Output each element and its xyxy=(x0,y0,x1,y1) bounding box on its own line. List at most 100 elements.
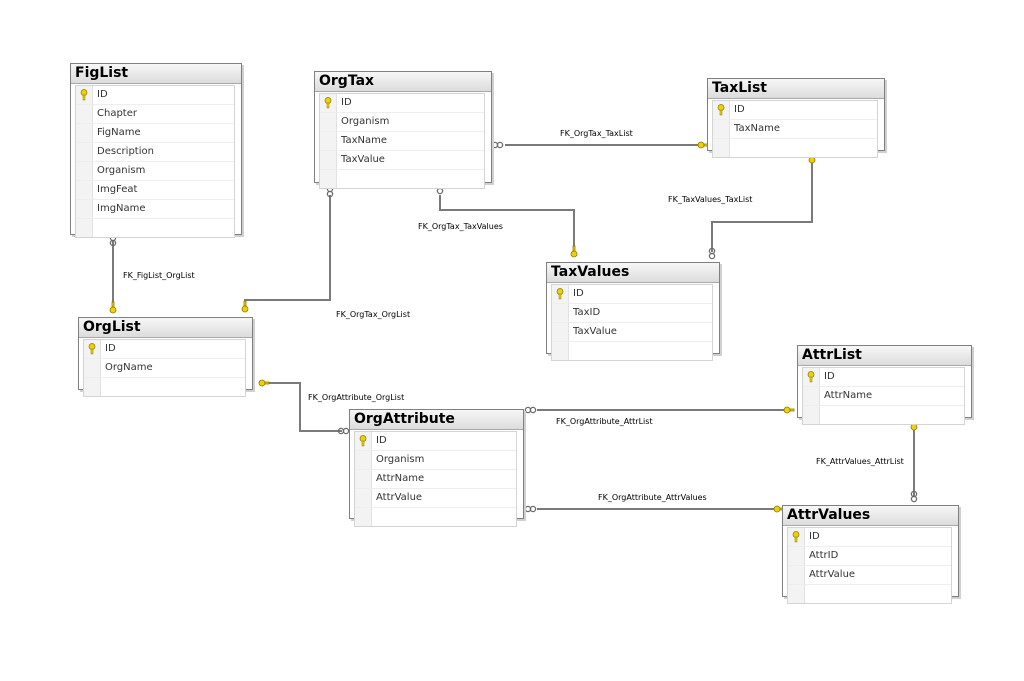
column-list: ID AttrName xyxy=(802,367,965,425)
column-row[interactable]: AttrName xyxy=(355,470,516,489)
relationship-label: FK_OrgTax_TaxList xyxy=(560,129,633,138)
column-row[interactable]: ImgName xyxy=(76,200,234,219)
relationship-label: FK_TaxValues_TaxList xyxy=(668,195,753,204)
relationship-label: FK_OrgAttribute_OrgList xyxy=(308,393,405,402)
column-row[interactable]: ID xyxy=(788,528,951,547)
column-name: ID xyxy=(573,288,584,299)
column-name: ID xyxy=(824,371,835,382)
column-row[interactable]: Organism xyxy=(320,113,484,132)
column-name: ImgFeat xyxy=(97,184,138,195)
column-name: AttrID xyxy=(809,550,839,561)
rel-line-taxvalues-taxlist xyxy=(711,163,813,252)
column-row[interactable]: OrgName xyxy=(84,359,245,378)
column-name: ID xyxy=(97,89,108,100)
column-list: ID AttrID AttrValue xyxy=(787,527,952,604)
column-row[interactable]: ID xyxy=(76,86,234,105)
column-row[interactable]: Organism xyxy=(76,162,234,181)
column-row[interactable]: AttrValue xyxy=(355,489,516,508)
table-title: AttrList xyxy=(798,346,971,366)
table-orgtax[interactable]: OrgTax ID Organism TaxName TaxValue xyxy=(314,71,492,189)
column-name: Organism xyxy=(97,165,146,176)
infinity-icon xyxy=(910,490,918,503)
column-row[interactable]: AttrName xyxy=(803,387,964,406)
column-row[interactable]: ID xyxy=(84,340,245,359)
column-name: Description xyxy=(97,146,154,157)
column-list: ID Chapter FigName Description Organism … xyxy=(75,85,235,238)
column-row-empty xyxy=(320,170,484,188)
key-icon xyxy=(783,406,795,414)
column-row[interactable]: TaxID xyxy=(552,304,712,323)
infinity-icon xyxy=(491,141,504,149)
key-icon xyxy=(258,379,270,387)
column-list: ID TaxName xyxy=(712,100,878,158)
relationship-label: FK_OrgTax_TaxValues xyxy=(418,222,503,231)
column-row[interactable]: TaxValue xyxy=(552,323,712,342)
table-title: OrgAttribute xyxy=(350,410,523,430)
column-row-empty xyxy=(803,406,964,424)
column-row[interactable]: TaxValue xyxy=(320,151,484,170)
column-row[interactable]: Organism xyxy=(355,451,516,470)
table-attrvalues[interactable]: AttrValues ID AttrID AttrValue xyxy=(782,505,959,604)
relationship-label: FK_FigList_OrgList xyxy=(123,271,195,280)
rel-line-orgtax-taxvalues xyxy=(439,195,575,252)
table-title: AttrValues xyxy=(783,506,958,526)
column-row[interactable]: ID xyxy=(320,94,484,113)
column-name: AttrName xyxy=(376,473,425,484)
table-orgattribute[interactable]: OrgAttribute ID Organism AttrName AttrVa… xyxy=(349,409,524,527)
column-name: AttrValue xyxy=(376,492,423,503)
column-row[interactable]: AttrValue xyxy=(788,566,951,585)
rel-line-orgattribute-orglist xyxy=(265,382,342,432)
column-row[interactable]: AttrID xyxy=(788,547,951,566)
key-icon xyxy=(109,301,117,314)
column-row[interactable]: FigName xyxy=(76,124,234,143)
relationship-label: FK_AttrValues_AttrList xyxy=(816,457,904,466)
column-name: ID xyxy=(341,97,352,108)
column-row-empty xyxy=(76,219,234,237)
column-row[interactable]: ID xyxy=(803,368,964,387)
column-row[interactable]: ID xyxy=(355,432,516,451)
column-name: TaxName xyxy=(734,123,781,134)
column-name: AttrName xyxy=(824,390,873,401)
column-row[interactable]: ID xyxy=(713,101,877,120)
key-icon xyxy=(697,141,709,149)
key-icon xyxy=(241,300,249,313)
column-row-empty xyxy=(355,508,516,526)
column-row[interactable]: ImgFeat xyxy=(76,181,234,200)
column-name: TaxName xyxy=(341,135,388,146)
table-taxlist[interactable]: TaxList ID TaxName xyxy=(707,78,885,158)
column-name: Organism xyxy=(341,116,390,127)
table-title: TaxValues xyxy=(547,263,719,283)
column-name: AttrValue xyxy=(809,569,856,580)
column-row[interactable]: Chapter xyxy=(76,105,234,124)
column-list: ID OrgName xyxy=(83,339,246,397)
primary-key-icon xyxy=(324,97,332,109)
column-list: ID Organism AttrName AttrValue xyxy=(354,431,517,527)
column-row[interactable]: Description xyxy=(76,143,234,162)
column-name: TaxID xyxy=(573,307,601,318)
column-name: FigName xyxy=(97,127,141,138)
column-name: Organism xyxy=(376,454,425,465)
table-title: TaxList xyxy=(708,79,884,99)
column-name: ID xyxy=(376,435,387,446)
primary-key-icon xyxy=(359,435,367,447)
primary-key-icon xyxy=(556,288,564,300)
column-name: Chapter xyxy=(97,108,137,119)
column-name: TaxValue xyxy=(573,326,617,337)
relationship-label: FK_OrgAttribute_AttrList xyxy=(556,417,653,426)
table-orglist[interactable]: OrgList ID OrgName xyxy=(78,317,253,397)
column-list: ID TaxID TaxValue xyxy=(551,284,713,361)
column-row[interactable]: ID xyxy=(552,285,712,304)
column-row[interactable]: TaxName xyxy=(320,132,484,151)
column-name: TaxValue xyxy=(341,154,385,165)
table-figlist[interactable]: FigList ID Chapter FigName Description O… xyxy=(70,63,242,238)
column-name: ImgName xyxy=(97,203,146,214)
column-row[interactable]: TaxName xyxy=(713,120,877,139)
table-attrlist[interactable]: AttrList ID AttrName xyxy=(797,345,972,425)
primary-key-icon xyxy=(80,89,88,101)
table-taxvalues[interactable]: TaxValues ID TaxID TaxValue xyxy=(546,262,720,361)
infinity-icon xyxy=(524,505,537,513)
column-row-empty xyxy=(713,139,877,157)
table-title: OrgTax xyxy=(315,72,491,92)
